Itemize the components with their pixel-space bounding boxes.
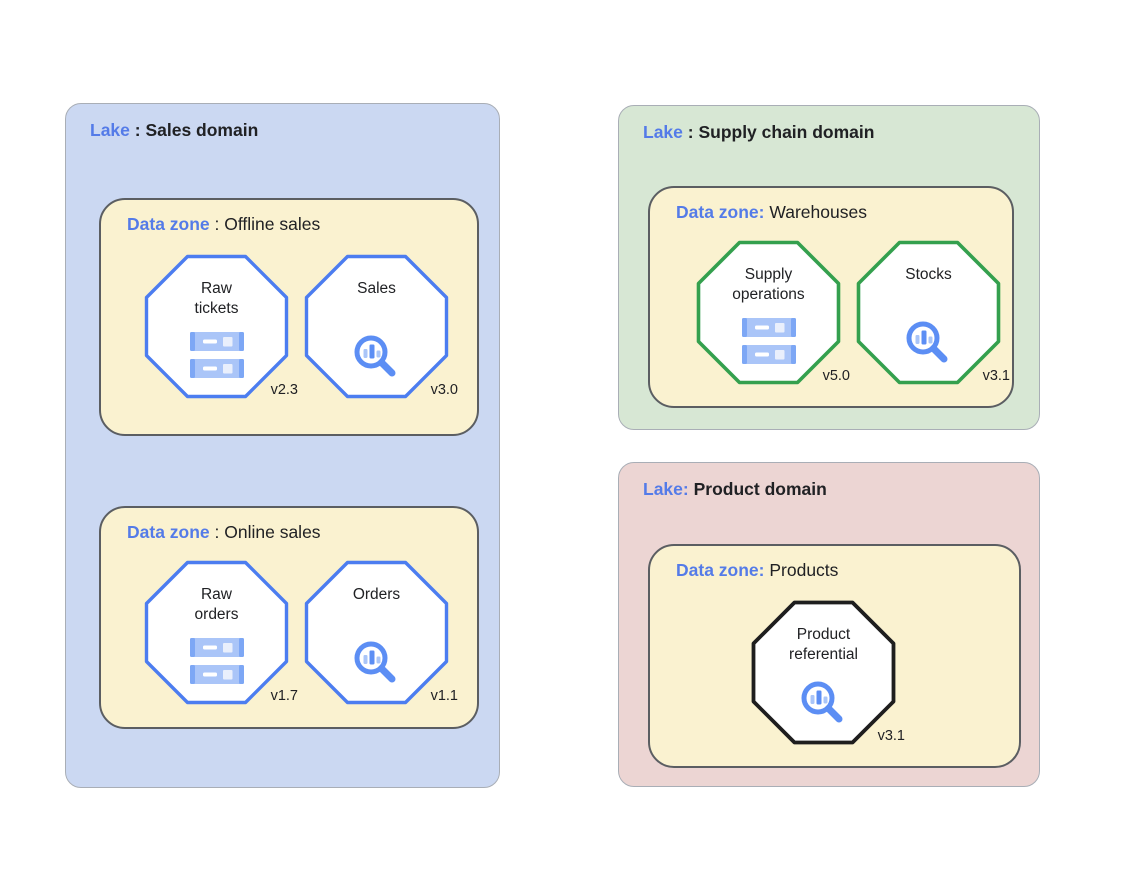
asset-octagon: [144, 560, 289, 705]
zone-title: Data zone : Online sales: [127, 522, 321, 543]
lake-label: Lake: [643, 122, 683, 142]
lake-supply-chain-domain: Lake : Supply chain domain Data zone: Wa…: [618, 105, 1040, 430]
data-zone-offline-sales: Data zone : Offline sales Raw tickets v2…: [99, 198, 479, 436]
zone-label: Data zone:: [676, 560, 765, 580]
zone-label: Data zone: [127, 522, 210, 542]
asset-octagon: [304, 254, 449, 399]
zone-name: Products: [769, 560, 839, 580]
zone-title: Data zone : Offline sales: [127, 214, 320, 235]
asset-name: Raw orders: [194, 586, 239, 624]
asset-stocks: Stocks v3.1: [856, 240, 1010, 385]
storage-icon: [189, 638, 244, 684]
storage-icon: [189, 332, 244, 378]
data-zone-warehouses: Data zone: Warehouses Supply operations …: [648, 186, 1014, 408]
lake-name: Product domain: [693, 479, 827, 499]
search-insights-icon: [798, 678, 850, 730]
lake-sales-domain: Lake : Sales domain Data zone : Offline …: [65, 103, 500, 788]
asset-raw-orders: Raw orders v1.7: [144, 560, 298, 705]
asset-sales: Sales v3.0: [304, 254, 458, 399]
zone-label: Data zone:: [676, 202, 765, 222]
asset-version: v3.0: [430, 382, 458, 398]
asset-octagon: [304, 560, 449, 705]
asset-octagon: [696, 240, 841, 385]
zone-label: Data zone: [127, 214, 210, 234]
zone-separator: :: [209, 214, 225, 234]
asset-version: v1.1: [430, 688, 458, 704]
lake-label: Lake:: [643, 479, 689, 499]
asset-orders: Orders v1.1: [304, 560, 458, 705]
asset-name: Stocks: [905, 266, 952, 283]
zone-name: Warehouses: [769, 202, 867, 222]
data-zone-products: Data zone: Products Product referential …: [648, 544, 1021, 768]
lake-separator: :: [129, 120, 146, 140]
asset-octagon: [856, 240, 1001, 385]
zone-name: Online sales: [224, 522, 321, 542]
lake-separator: :: [682, 122, 699, 142]
lake-title: Lake: Product domain: [643, 479, 827, 500]
lake-name: Supply chain domain: [698, 122, 875, 142]
asset-product-referential: Product referential v3.1: [751, 600, 905, 745]
storage-icon: [741, 318, 796, 364]
asset-octagon: [751, 600, 896, 745]
asset-version: v1.7: [270, 688, 298, 704]
asset-version: v5.0: [822, 368, 850, 384]
asset-name: Product referential: [789, 626, 858, 664]
search-insights-icon: [351, 332, 403, 384]
asset-name: Orders: [352, 586, 401, 603]
zone-separator: :: [209, 522, 225, 542]
asset-name: Supply operations: [732, 266, 805, 304]
search-insights-icon: [351, 638, 403, 690]
asset-supply-operations: Supply operations v5.0: [696, 240, 850, 385]
zone-title: Data zone: Products: [676, 560, 838, 581]
asset-version: v3.1: [982, 368, 1010, 384]
asset-version: v2.3: [270, 382, 298, 398]
zone-name: Offline sales: [224, 214, 321, 234]
lake-name: Sales domain: [145, 120, 259, 140]
search-insights-icon: [903, 318, 955, 370]
asset-raw-tickets: Raw tickets v2.3: [144, 254, 298, 399]
asset-name: Raw tickets: [194, 280, 239, 318]
lake-title: Lake : Sales domain: [90, 120, 258, 141]
data-zone-online-sales: Data zone : Online sales Raw orders v1.7…: [99, 506, 479, 729]
zone-title: Data zone: Warehouses: [676, 202, 867, 223]
lake-label: Lake: [90, 120, 130, 140]
lake-product-domain: Lake: Product domain Data zone: Products…: [618, 462, 1040, 787]
asset-octagon: [144, 254, 289, 399]
asset-name: Sales: [357, 280, 396, 297]
asset-version: v3.1: [877, 728, 905, 744]
lake-title: Lake : Supply chain domain: [643, 122, 874, 143]
